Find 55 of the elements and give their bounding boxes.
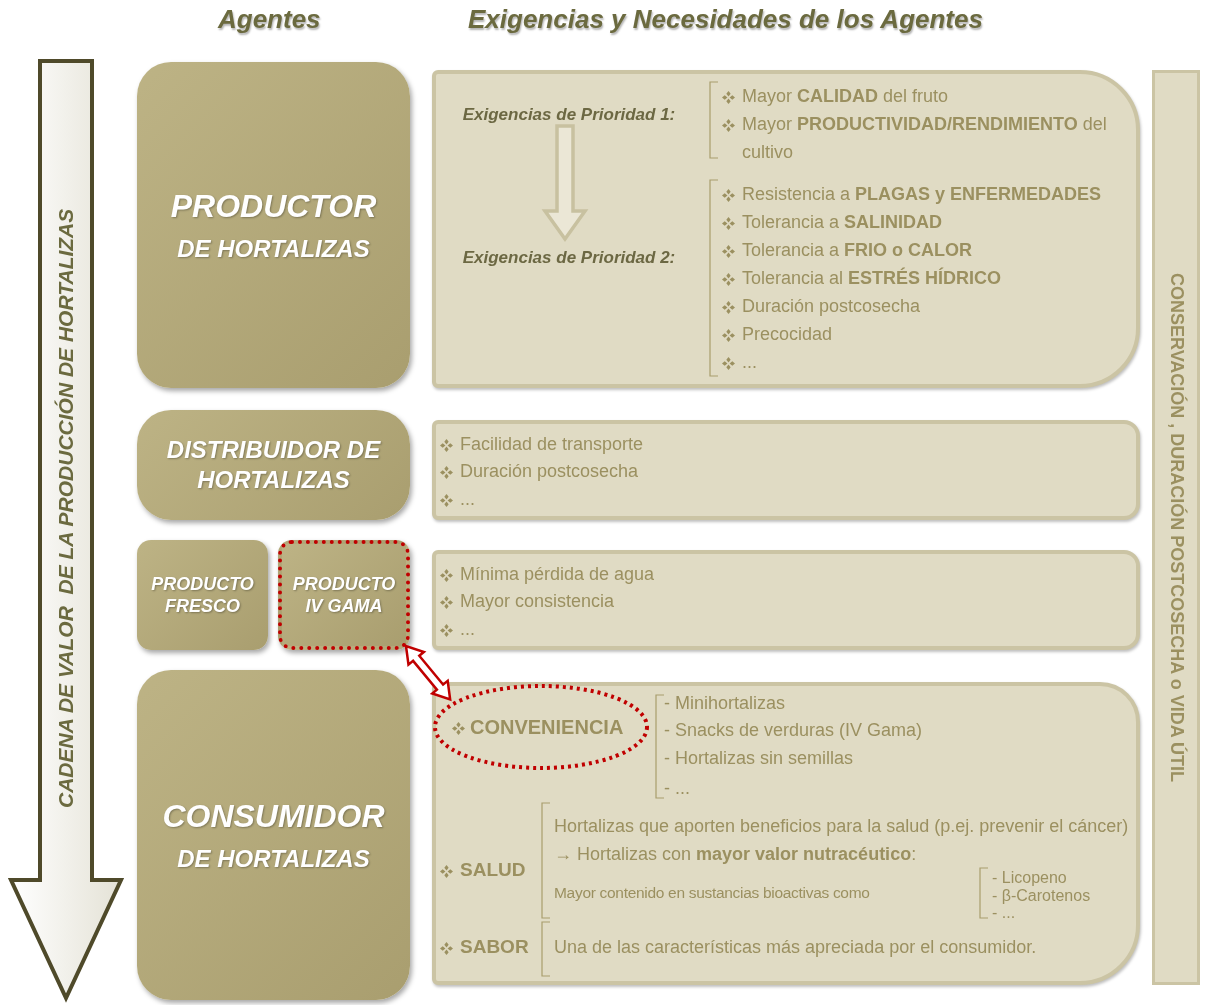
requirements-panel	[432, 420, 1140, 520]
list-item: Tolerancia a SALINIDAD	[742, 211, 943, 234]
agent-box	[137, 410, 410, 520]
list-item: - Minihortalizas	[664, 692, 786, 715]
requirements-panel	[432, 550, 1140, 650]
list-item: Tolerancia al ESTRÉS HÍDRICO	[742, 266, 1002, 290]
band-label: CONSERVACIÓN , DURACIÓN POSTCOSECHA o VIDA ÚTIL	[1165, 273, 1187, 782]
agent-box	[137, 540, 268, 650]
list-item: ...	[460, 488, 475, 511]
list-item: Mayor contenido en sustancias bioactivas como	[554, 883, 870, 903]
side-band	[1152, 70, 1200, 985]
list-item: Duración postcosecha	[460, 460, 639, 483]
list-item: Mínima pérdida de agua	[460, 563, 655, 586]
list-item: Resistencia a PLAGAS y ENFERMEDADES	[742, 183, 1102, 206]
list-item: - ...	[664, 777, 690, 800]
list-item: - β-Carotenos	[992, 887, 1091, 904]
agent-title: PRODUCTOR	[170, 187, 377, 226]
list-item: Tolerancia a FRIO o CALOR	[742, 239, 973, 262]
agent-title: DE HORTALIZAS	[177, 844, 370, 874]
list-item: Una de las características más apreciada por el consumidor.	[554, 936, 1038, 959]
list-item: Precocidad	[742, 323, 833, 346]
agent-box	[137, 62, 410, 388]
agent-title: DE HORTALIZAS	[177, 234, 370, 264]
agent-title: PRODUCTO IV GAMA	[291, 572, 397, 618]
list-item: ...	[460, 618, 475, 641]
agent-title: DISTRIBUIDOR DE HORTALIZAS	[165, 435, 382, 495]
requirements-panel	[432, 682, 1140, 985]
list-item: - ...	[992, 904, 1016, 921]
list-item: - Hortalizas sin semillas	[664, 747, 854, 770]
list-item: ...	[742, 351, 757, 374]
highlight-ellipse	[432, 683, 650, 771]
category-label: CONVENIENCIA	[470, 715, 624, 740]
requirements-panel	[432, 70, 1140, 388]
agent-box	[278, 540, 410, 650]
agent-title: CONSUMIDOR	[162, 797, 385, 836]
agent-title: PRODUCTO FRESCO	[150, 572, 255, 618]
column-header: Exigencias y Necesidades de los Agentes	[468, 4, 983, 35]
list-item: Mayor consistencia	[460, 590, 615, 613]
agent-box	[137, 670, 410, 1000]
priority-label: Exigencias de Prioridad 1:	[461, 104, 677, 126]
column-header: Agentes	[218, 4, 321, 35]
list-item: Facilidad de transporte	[460, 433, 644, 456]
list-item: SABOR	[460, 935, 529, 959]
value-chain-arrow	[8, 58, 124, 1002]
list-item: SALUD	[460, 858, 526, 882]
list-item: Mayor CALIDAD del fruto	[742, 85, 949, 108]
arrow-label: CADENA DE VALOR DE LA PRODUCCIÓN DE HORTALIZAS	[53, 207, 78, 810]
block-arrow	[404, 644, 452, 702]
priority-label: Exigencias de Prioridad 2:	[461, 247, 677, 269]
list-item: Duración postcosecha	[742, 295, 921, 318]
block-arrow	[541, 124, 589, 242]
list-item: - Licopeno	[992, 869, 1067, 886]
list-item: Hortalizas que aporten beneficios para la salud (p.ej. prevenir el cáncer) → Hortalizas con mayor valor nutracéutico:	[554, 815, 1130, 866]
list-item: - Snacks de verduras (IV Gama)	[664, 719, 923, 742]
list-item: Mayor PRODUCTIVIDAD/RENDIMIENTO del cultivo	[742, 113, 1108, 164]
